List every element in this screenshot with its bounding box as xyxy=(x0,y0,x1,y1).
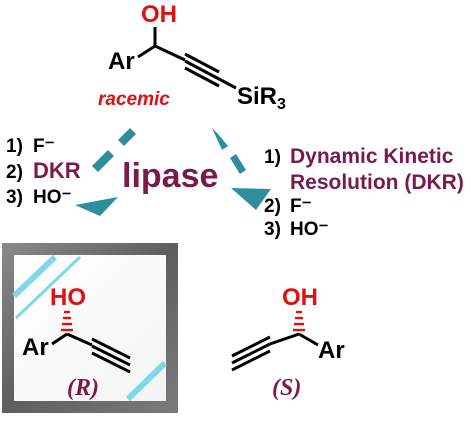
s-alkyne-c-bond xyxy=(269,332,300,346)
racemic-propargyl-silane: OH Ar SiR3 racemic xyxy=(98,1,286,113)
r-oh-label: HO xyxy=(50,284,86,311)
racemic-label: racemic xyxy=(98,89,170,110)
left-reaction-arrow xyxy=(75,128,136,216)
mirror-reflection-3 xyxy=(125,360,168,402)
lipase-label: lipase xyxy=(122,157,218,195)
r-c-alkyne-bond xyxy=(66,332,93,347)
product-s: OH Ar (S) xyxy=(231,284,345,401)
right-step3-num: 3) xyxy=(264,219,281,240)
r-config-label: (R) xyxy=(67,375,99,401)
s-oh-label: OH xyxy=(282,284,318,311)
left-step3-text: HO⁻ xyxy=(33,187,72,208)
s-c-ar-bond xyxy=(298,332,319,347)
top-ar-label: Ar xyxy=(108,48,135,75)
mirror-reflection-2 xyxy=(14,255,82,320)
top-ar-c-bond xyxy=(137,44,156,59)
top-triple-bond xyxy=(184,52,220,88)
mirror xyxy=(2,243,178,413)
s-hashed-wedge xyxy=(293,310,305,332)
left-step2-text: DKR xyxy=(33,158,81,183)
right-step1-line1: Dynamic Kinetic xyxy=(290,145,454,168)
mirror-glass xyxy=(14,255,166,401)
top-c-alkyne-bond xyxy=(154,44,186,62)
s-config-label: (S) xyxy=(272,375,301,401)
s-ar-label: Ar xyxy=(318,337,345,364)
top-si-label: SiR3 xyxy=(237,83,286,113)
r-triple-bond xyxy=(91,337,131,374)
r-ar-c-bond xyxy=(51,332,68,346)
top-oh-label: OH xyxy=(141,1,177,28)
right-step2-text: F⁻ xyxy=(290,196,312,217)
left-conditions: 1) F⁻ 2) DKR 3) HO⁻ xyxy=(6,136,81,208)
left-step1-text: F⁻ xyxy=(33,136,55,157)
r-hashed-wedge xyxy=(61,310,73,332)
product-r: HO Ar (R) xyxy=(22,284,131,401)
right-reaction-arrow xyxy=(212,128,271,210)
right-conditions: 1) Dynamic Kinetic Resolution (DKR) 2) F… xyxy=(264,145,464,240)
r-ar-label: Ar xyxy=(22,334,49,361)
right-step3-text: HO⁻ xyxy=(290,219,329,240)
left-step3-num: 3) xyxy=(6,187,23,208)
right-step1-num: 1) xyxy=(264,147,281,168)
top-alkyne-si-bond xyxy=(218,77,237,90)
right-step1-line2: Resolution (DKR) xyxy=(290,171,464,194)
mirror-reflection-1 xyxy=(11,254,58,299)
right-step2-num: 2) xyxy=(264,196,281,217)
left-step1-num: 1) xyxy=(6,136,23,157)
s-triple-bond xyxy=(231,335,271,372)
left-step2-num: 2) xyxy=(6,162,23,183)
